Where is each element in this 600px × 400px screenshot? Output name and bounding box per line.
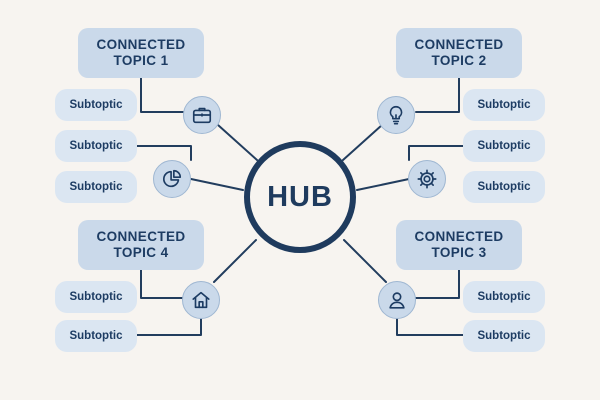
connected-topic-2-label: CONNECTED TOPIC 2 bbox=[414, 37, 504, 68]
subtopic-label: Subtoptic bbox=[69, 99, 123, 111]
home-icon bbox=[182, 281, 220, 319]
subtopic-label: Subtoptic bbox=[477, 330, 531, 342]
connected-topic-3-label: CONNECTED TOPIC 3 bbox=[414, 229, 504, 260]
connected-topic-4[interactable]: CONNECTED TOPIC 4 bbox=[78, 220, 204, 270]
connected-topic-2[interactable]: CONNECTED TOPIC 2 bbox=[396, 28, 522, 78]
subtopic-label: Subtoptic bbox=[477, 291, 531, 303]
connector-line bbox=[136, 316, 202, 336]
pie-chart-icon bbox=[153, 160, 191, 198]
connector-line bbox=[136, 145, 192, 161]
subtopic-label: Subtoptic bbox=[477, 140, 531, 152]
connected-topic-1-label: CONNECTED TOPIC 1 bbox=[96, 37, 186, 68]
connector-line bbox=[343, 239, 387, 283]
subtopic-label: Subtoptic bbox=[69, 181, 123, 193]
subtopic[interactable]: Subtoptic bbox=[55, 89, 137, 121]
subtopic[interactable]: Subtoptic bbox=[463, 281, 545, 313]
connector-line bbox=[140, 77, 185, 113]
subtopic[interactable]: Subtoptic bbox=[55, 281, 137, 313]
user-icon bbox=[378, 281, 416, 319]
subtopic[interactable]: Subtoptic bbox=[55, 171, 137, 203]
connector-line bbox=[140, 269, 185, 299]
connected-topic-1[interactable]: CONNECTED TOPIC 1 bbox=[78, 28, 204, 78]
subtopic[interactable]: Subtoptic bbox=[463, 130, 545, 162]
subtopic[interactable]: Subtoptic bbox=[463, 89, 545, 121]
connector-line bbox=[415, 269, 460, 299]
connector-line bbox=[408, 145, 464, 161]
subtopic[interactable]: Subtoptic bbox=[463, 320, 545, 352]
subtopic-label: Subtoptic bbox=[69, 330, 123, 342]
subtopic-label: Subtoptic bbox=[69, 140, 123, 152]
gear-icon bbox=[408, 160, 446, 198]
subtopic-label: Subtoptic bbox=[477, 181, 531, 193]
connector-line bbox=[342, 124, 383, 161]
connector-line bbox=[415, 77, 460, 113]
subtopic[interactable]: Subtoptic bbox=[55, 320, 137, 352]
connected-topic-4-label: CONNECTED TOPIC 4 bbox=[96, 229, 186, 260]
connected-topic-3[interactable]: CONNECTED TOPIC 3 bbox=[396, 220, 522, 270]
subtopic-label: Subtoptic bbox=[477, 99, 531, 111]
subtopic[interactable]: Subtoptic bbox=[463, 171, 545, 203]
hub-node[interactable]: HUB bbox=[244, 141, 356, 253]
hub-label: HUB bbox=[267, 180, 333, 213]
connector-line bbox=[217, 124, 258, 161]
subtopic[interactable]: Subtoptic bbox=[55, 130, 137, 162]
connector-line bbox=[356, 178, 410, 191]
connector-line bbox=[396, 316, 464, 336]
lightbulb-icon bbox=[377, 96, 415, 134]
connector-line bbox=[190, 178, 244, 191]
briefcase-icon bbox=[183, 96, 221, 134]
subtopic-label: Subtoptic bbox=[69, 291, 123, 303]
connector-line bbox=[213, 239, 257, 283]
